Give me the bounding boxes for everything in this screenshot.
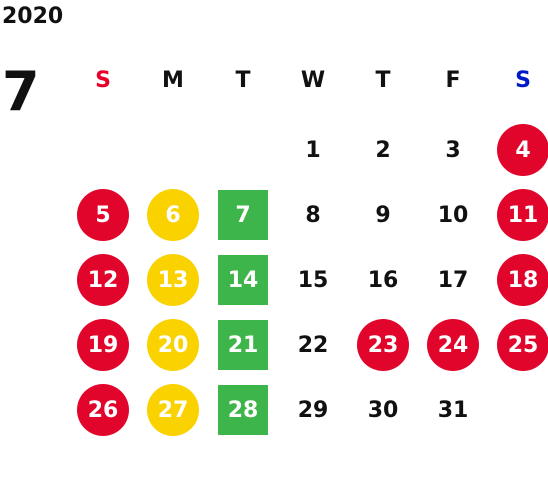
day-cell[interactable]: 19 bbox=[68, 313, 138, 377]
day-cell[interactable]: 29 bbox=[278, 378, 348, 442]
day-cell[interactable]: 21 bbox=[208, 313, 278, 377]
day-number: 9 bbox=[375, 202, 391, 228]
week-row: 26 27 28 29 30 31 bbox=[68, 378, 548, 442]
day-cell[interactable]: 9 bbox=[348, 183, 418, 247]
day-cell[interactable]: 8 bbox=[278, 183, 348, 247]
day-cell[interactable]: 12 bbox=[68, 248, 138, 312]
day-cell[interactable]: 25 bbox=[488, 313, 548, 377]
day-cell[interactable]: 27 bbox=[138, 378, 208, 442]
day-cell[interactable]: 24 bbox=[418, 313, 488, 377]
day-cell[interactable]: 31 bbox=[418, 378, 488, 442]
day-marker-red: 26 bbox=[77, 384, 129, 436]
day-cell[interactable]: 11 bbox=[488, 183, 548, 247]
day-cell[interactable]: 7 bbox=[208, 183, 278, 247]
day-marker-red: 5 bbox=[77, 189, 129, 241]
day-cell[interactable]: 23 bbox=[348, 313, 418, 377]
day-marker-red: 12 bbox=[77, 254, 129, 306]
day-cell[interactable]: 14 bbox=[208, 248, 278, 312]
day-marker-green: 14 bbox=[218, 255, 268, 305]
day-number: 30 bbox=[367, 397, 399, 423]
year-label: 2020 bbox=[2, 4, 64, 29]
week-row: 19 20 21 22 23 24 25 bbox=[68, 313, 548, 377]
day-marker-red: 23 bbox=[357, 319, 409, 371]
weekday-label: M bbox=[162, 67, 184, 93]
day-marker-green: 21 bbox=[218, 320, 268, 370]
empty-cell bbox=[208, 118, 278, 182]
empty-cell bbox=[488, 378, 548, 442]
day-marker-yellow: 20 bbox=[147, 319, 199, 371]
day-number: 16 bbox=[367, 267, 399, 293]
day-cell[interactable]: 1 bbox=[278, 118, 348, 182]
day-marker-yellow: 6 bbox=[147, 189, 199, 241]
day-number: 1 bbox=[305, 137, 321, 163]
day-cell[interactable]: 10 bbox=[418, 183, 488, 247]
day-cell[interactable]: 5 bbox=[68, 183, 138, 247]
day-marker-red: 11 bbox=[497, 189, 548, 241]
day-cell[interactable]: 17 bbox=[418, 248, 488, 312]
day-cell[interactable]: 26 bbox=[68, 378, 138, 442]
week-row: 12 13 14 15 16 17 18 bbox=[68, 248, 548, 312]
weekday-label: S bbox=[515, 67, 531, 93]
day-cell[interactable]: 2 bbox=[348, 118, 418, 182]
day-number: 15 bbox=[297, 267, 329, 293]
day-number: 2 bbox=[375, 137, 391, 163]
day-cell[interactable]: 3 bbox=[418, 118, 488, 182]
weekday-label: W bbox=[300, 67, 326, 93]
day-cell[interactable]: 4 bbox=[488, 118, 548, 182]
day-number: 31 bbox=[437, 397, 469, 423]
day-number: 10 bbox=[437, 202, 469, 228]
empty-cell bbox=[68, 118, 138, 182]
day-cell[interactable]: 18 bbox=[488, 248, 548, 312]
day-marker-yellow: 13 bbox=[147, 254, 199, 306]
day-cell[interactable]: 15 bbox=[278, 248, 348, 312]
weekday-label: S bbox=[95, 67, 111, 93]
month-label: 7 bbox=[2, 60, 40, 123]
day-marker-green: 28 bbox=[218, 385, 268, 435]
day-marker-yellow: 27 bbox=[147, 384, 199, 436]
empty-cell bbox=[138, 118, 208, 182]
day-cell[interactable]: 13 bbox=[138, 248, 208, 312]
weekday-label: T bbox=[375, 67, 391, 93]
day-marker-red: 4 bbox=[497, 124, 548, 176]
day-number: 22 bbox=[297, 332, 329, 358]
day-number: 17 bbox=[437, 267, 469, 293]
day-cell[interactable]: 6 bbox=[138, 183, 208, 247]
day-cell[interactable]: 16 bbox=[348, 248, 418, 312]
day-marker-red: 18 bbox=[497, 254, 548, 306]
day-number: 8 bbox=[305, 202, 321, 228]
week-row: 1 2 3 4 bbox=[68, 118, 548, 182]
weekday-label: F bbox=[445, 67, 461, 93]
day-cell[interactable]: 28 bbox=[208, 378, 278, 442]
day-marker-red: 24 bbox=[427, 319, 479, 371]
day-cell[interactable]: 30 bbox=[348, 378, 418, 442]
day-marker-green: 7 bbox=[218, 190, 268, 240]
day-cell[interactable]: 22 bbox=[278, 313, 348, 377]
weekday-label: T bbox=[235, 67, 251, 93]
day-marker-red: 19 bbox=[77, 319, 129, 371]
day-marker-red: 25 bbox=[497, 319, 548, 371]
day-number: 29 bbox=[297, 397, 329, 423]
day-number: 3 bbox=[445, 137, 461, 163]
day-cell[interactable]: 20 bbox=[138, 313, 208, 377]
